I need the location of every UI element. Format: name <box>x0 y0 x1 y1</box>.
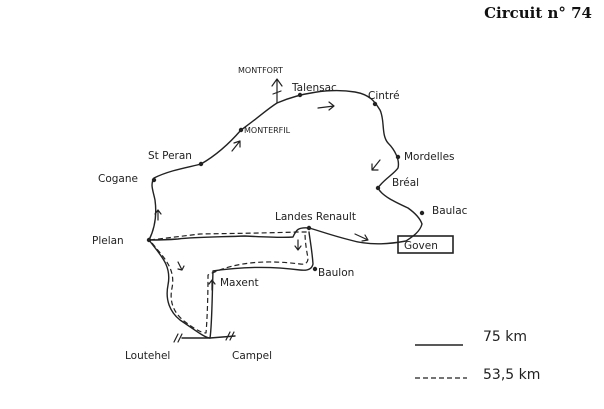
legend-dashed-label: 53,5 km <box>483 367 540 383</box>
direction-arrow-cogane <box>154 209 162 221</box>
map-title: Circuit n° 74 <box>484 4 592 22</box>
place-loutehel: Loutehel <box>125 350 170 362</box>
dot-landes-renault <box>306 225 312 231</box>
place-maxent: Maxent <box>220 277 259 289</box>
place-campel: Campel <box>232 350 272 362</box>
route-53km-south <box>151 231 309 334</box>
dot-plelan <box>146 237 152 243</box>
direction-arrow-talensac <box>317 101 335 111</box>
place-monterfil: MONTERFIL <box>244 126 291 135</box>
place-talensac: Talensac <box>291 82 337 94</box>
place-plelan: Plelan <box>92 235 124 247</box>
direction-arrow-plelan <box>177 261 185 271</box>
dot-baulac <box>419 210 425 216</box>
place-baulon: Baulon <box>318 267 354 279</box>
dot-cogane <box>151 177 157 183</box>
direction-arrow-maxent <box>208 279 216 291</box>
dot-cintre <box>372 101 378 107</box>
dot-talensac <box>297 92 303 98</box>
goven-box <box>397 235 454 254</box>
route-75km-loop <box>148 89 423 245</box>
route-75km-south <box>148 231 314 339</box>
dot-breal <box>375 185 381 191</box>
dot-mordelles <box>395 154 401 160</box>
place-baulac: Baulac <box>432 205 468 217</box>
direction-arrow-goven <box>354 233 369 242</box>
place-cogane: Cogane <box>98 173 138 185</box>
direction-arrow-mordelles <box>371 159 381 171</box>
hatch-loutehel <box>173 333 183 343</box>
place-montfort: MONTFORT <box>238 66 283 75</box>
hatch-campel <box>225 331 235 341</box>
place-goven: Goven <box>404 240 438 252</box>
place-breal: Bréal <box>392 177 419 189</box>
place-st-peran: St Peran <box>148 150 192 162</box>
place-cintre: Cintré <box>368 90 400 102</box>
dot-monterfil <box>238 127 244 133</box>
place-mordelles: Mordelles <box>404 151 455 163</box>
dot-baulon <box>312 266 318 272</box>
legend-solid-label: 75 km <box>483 329 527 345</box>
direction-arrow-monterfil <box>231 140 241 152</box>
place-landes-renault: Landes Renault <box>275 211 356 223</box>
route-south-tip <box>181 335 236 339</box>
montfort-arrow <box>271 78 283 104</box>
direction-arrow-landes <box>294 239 302 251</box>
route-53km-shortcut <box>149 231 309 241</box>
dot-st-peran <box>198 161 204 167</box>
